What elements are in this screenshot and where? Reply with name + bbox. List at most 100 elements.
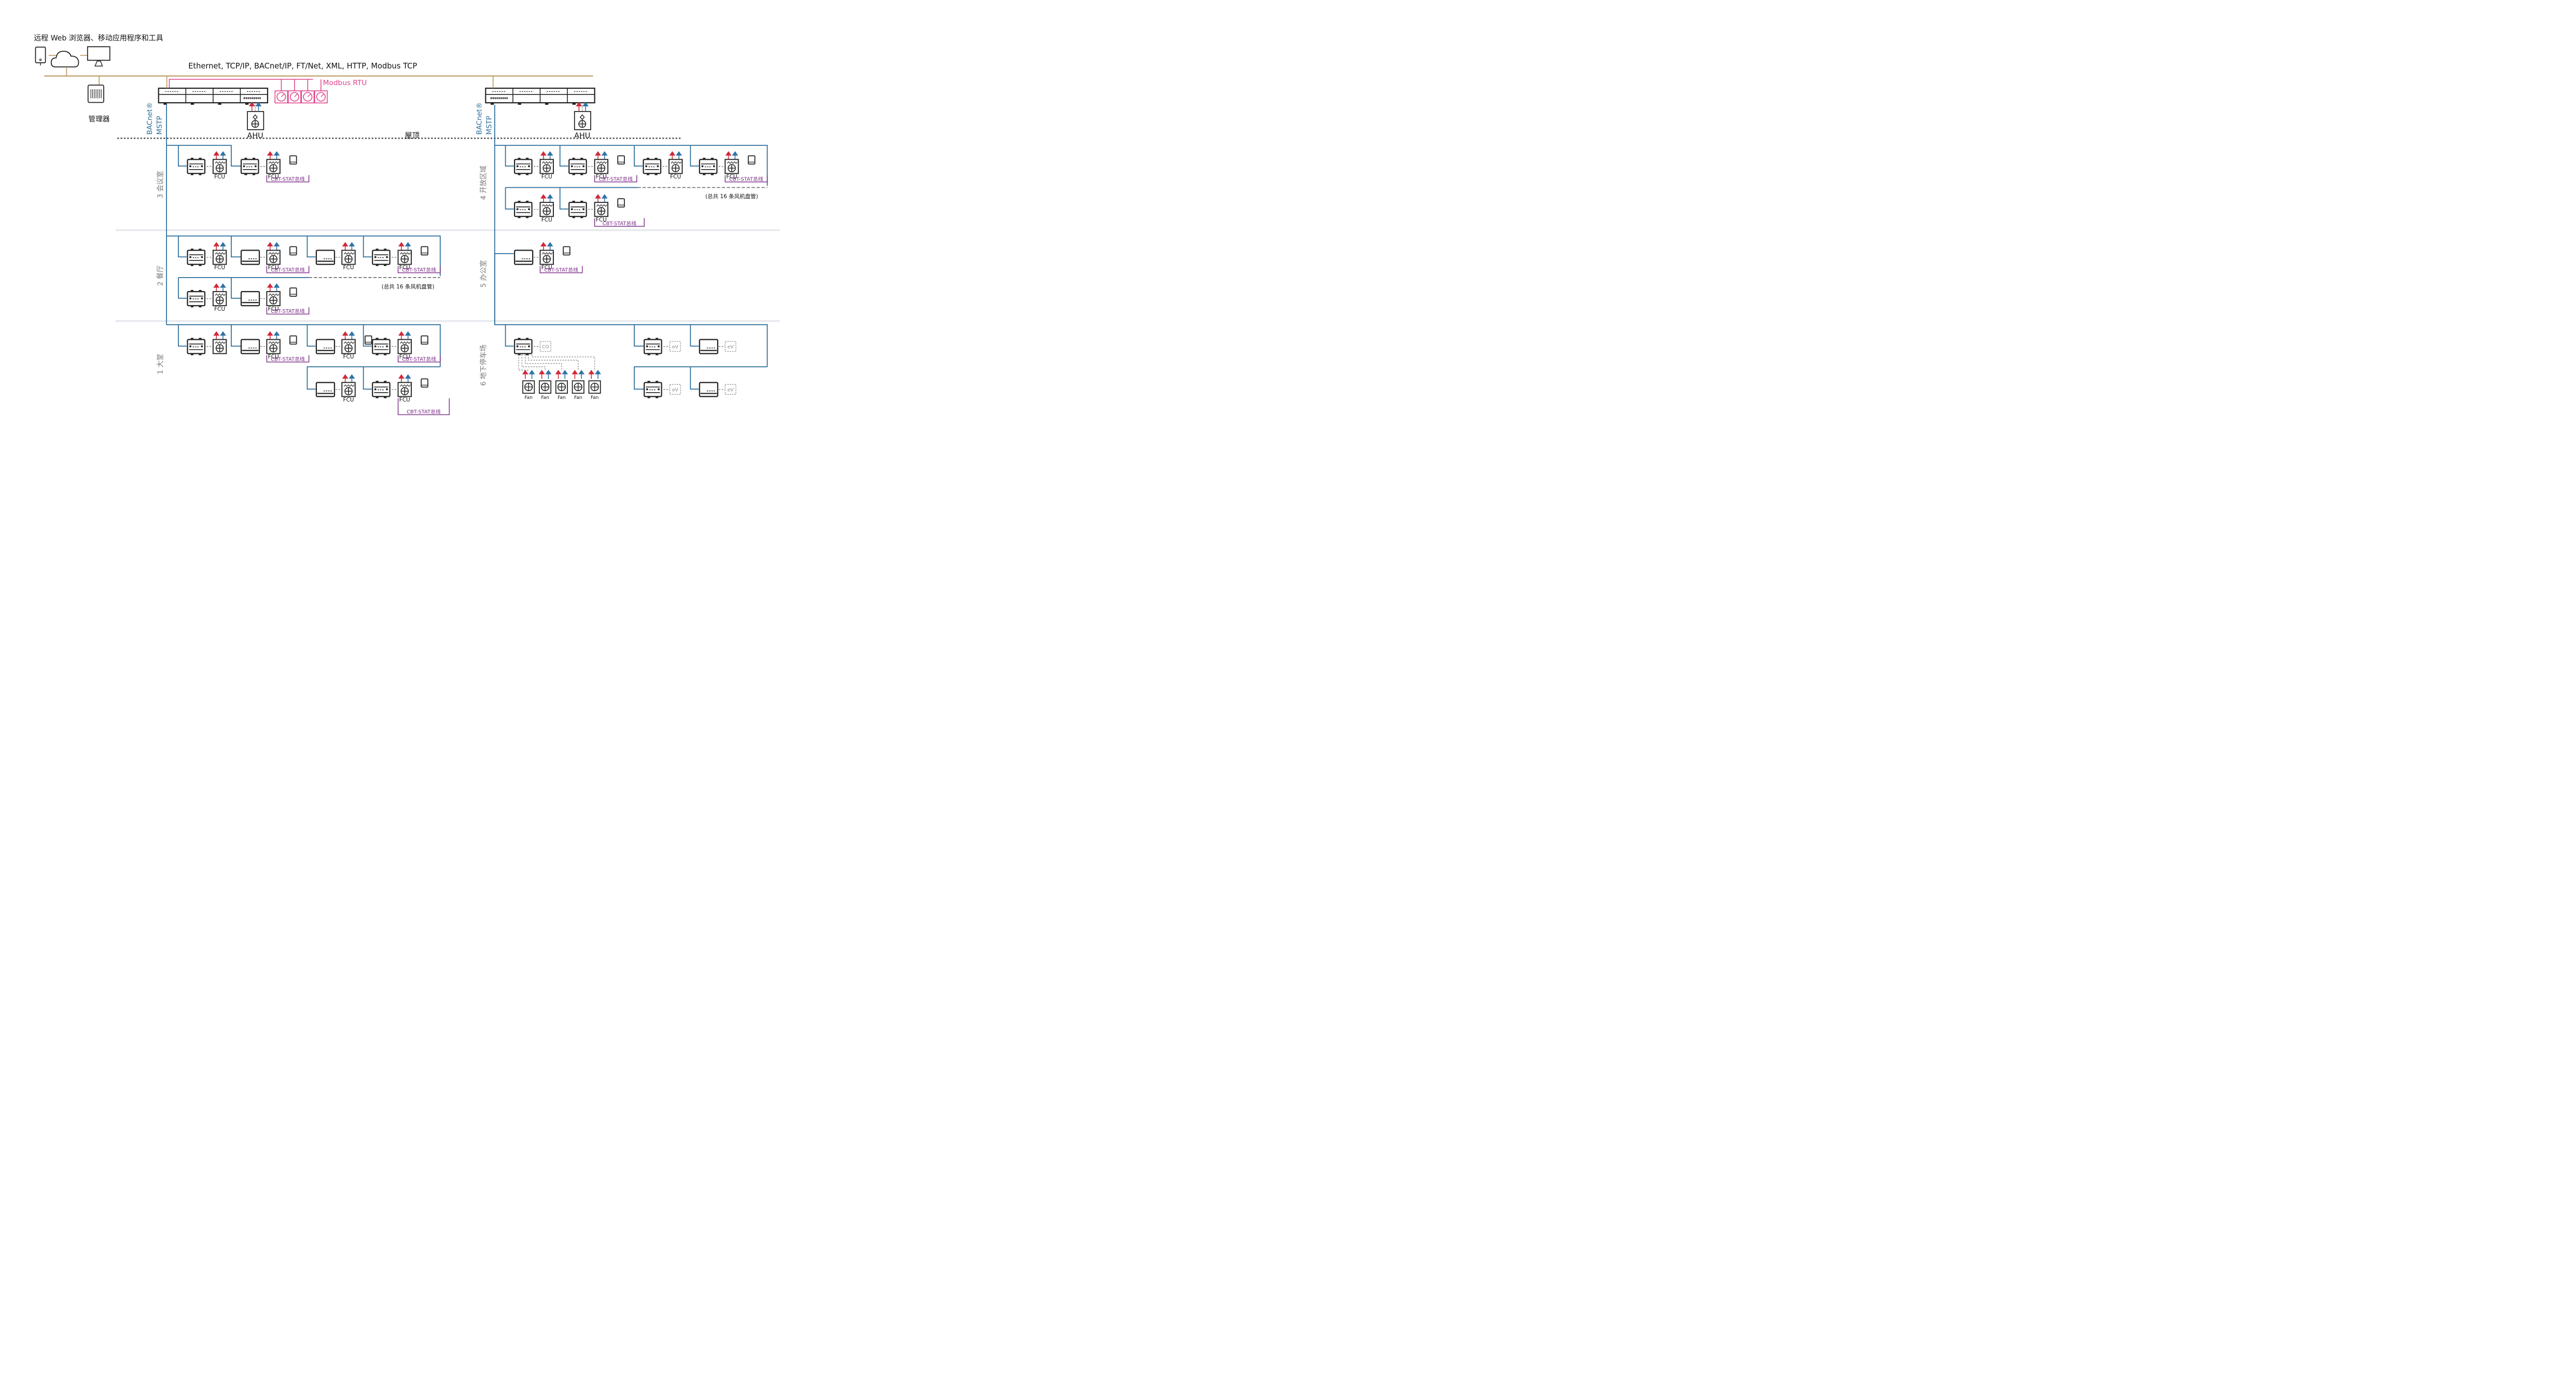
controller-tab: [656, 353, 659, 355]
controller-tab: [375, 396, 379, 398]
controller-tab: [199, 353, 202, 355]
floor-label-6: 6 地下停车场: [479, 344, 488, 386]
supply-return-arrows: [588, 370, 601, 379]
controller-terminal: [645, 165, 647, 168]
controller-tab: [190, 289, 193, 292]
mstp-bus: [166, 235, 441, 276]
fcu-unit-icon: [594, 202, 609, 217]
supply-return-arrows: [398, 331, 411, 340]
mstp-drop: [231, 324, 242, 347]
controller-terminal: [516, 165, 519, 168]
fan-blade-icon: [270, 345, 277, 352]
fan-circle-icon: [597, 207, 606, 215]
controller-tab: [656, 381, 659, 383]
module-terminal: [572, 103, 576, 105]
fan-circle: [557, 382, 566, 392]
mstp-label: MSTP: [156, 116, 164, 134]
mstp-bus: [505, 187, 568, 210]
fan-blade-icon: [345, 345, 352, 352]
thermostat-icon: [747, 155, 756, 165]
controller-device-alt: [514, 250, 534, 265]
supply-arrow-icon: [398, 242, 405, 251]
heating-coil-icon: [671, 161, 682, 164]
heating-coil-icon: [268, 161, 280, 164]
cbt-bus-label: CBT-STAT总线: [402, 267, 436, 273]
fcu-unit-icon: [266, 339, 281, 354]
mstp-bus: [494, 145, 768, 186]
floor-label-3: 3 会议室: [156, 171, 165, 198]
mstp-label-right: MSTP: [486, 116, 494, 134]
supply-return-arrows: [342, 242, 355, 251]
fan-circle-icon: [400, 344, 409, 353]
fcu-label: FCU: [541, 217, 552, 223]
supply-arrow-icon: [669, 151, 676, 160]
meter-needle: [294, 94, 298, 98]
controller-tab: [655, 173, 658, 175]
controller-device: [240, 158, 259, 175]
mstp-drop: [178, 145, 187, 167]
controller-tab: [647, 381, 650, 383]
controller-terminal: [189, 256, 191, 258]
fcu-label: FCU: [541, 265, 552, 271]
supply-return-arrows: [398, 374, 411, 383]
bacnet-label-right: BACnet®: [476, 102, 483, 135]
mstp-bus: [166, 145, 242, 167]
controller-tab: [526, 216, 529, 218]
meter-needle: [307, 94, 311, 98]
heating-coil-icon: [268, 252, 280, 255]
controller-tab: [190, 264, 193, 266]
heating-coil-icon: [399, 341, 411, 344]
fan-label: Fan: [541, 395, 549, 400]
cbt-bus-bracket: [266, 307, 310, 315]
controller-tab: [190, 306, 193, 308]
supply-return-arrows: [669, 151, 683, 160]
controller-terminal: [571, 165, 573, 168]
return-arrow-icon: [219, 151, 226, 160]
controller-terminal: [657, 165, 659, 168]
controller-terminal: [386, 256, 388, 258]
fan-label: Fan: [574, 395, 582, 400]
fan-blade-icon: [401, 256, 408, 262]
fcu-unit-icon: [212, 339, 227, 354]
supply-arrow-icon: [213, 283, 220, 293]
sensor-label: eV: [672, 388, 679, 393]
controller-terminal: [255, 165, 257, 168]
fan-wiring: [528, 354, 579, 370]
mstp-drop: [634, 145, 643, 167]
monitor-stand: [94, 61, 103, 67]
controller-device: [514, 200, 533, 218]
controller-device-alt: [699, 382, 718, 397]
thermostat-body: [365, 335, 372, 345]
cbt-bus-label: CBT-STAT总线: [271, 356, 305, 363]
fan-circle-icon: [269, 344, 277, 353]
sensor-icon: [725, 384, 736, 395]
controller-tab: [199, 173, 202, 175]
fan-blade-icon: [728, 165, 735, 172]
fcu-label: FCU: [399, 354, 410, 360]
controller-tab: [518, 338, 521, 340]
thermostat-body: [617, 198, 625, 208]
fan-circle-icon: [597, 164, 606, 172]
controller-body: [315, 382, 336, 397]
thermostat-icon: [289, 287, 297, 297]
module-terminal: [545, 103, 549, 105]
fan-blade-icon: [216, 297, 223, 303]
controller-device: [372, 248, 391, 266]
supply-arrow-icon: [538, 370, 545, 379]
controller-tab: [526, 353, 529, 355]
ahu-damper-icon: [579, 114, 585, 120]
controller-tab: [703, 158, 706, 160]
manager-label: 管理器: [89, 115, 110, 123]
modbus-meter-icon: [287, 90, 301, 104]
supply-arrow-icon: [267, 151, 273, 160]
fan-circle-icon: [215, 255, 224, 264]
supply-arrow-icon: [342, 331, 349, 340]
supply-arrow-icon: [576, 102, 582, 111]
controller-tab: [190, 158, 193, 160]
fan-circle-icon: [728, 164, 736, 172]
fan-circle-icon: [215, 296, 224, 305]
fcu-unit-icon: [266, 250, 281, 265]
fan-wiring: [531, 354, 595, 370]
supply-arrow-icon: [588, 370, 595, 379]
controller-tab: [375, 248, 379, 251]
